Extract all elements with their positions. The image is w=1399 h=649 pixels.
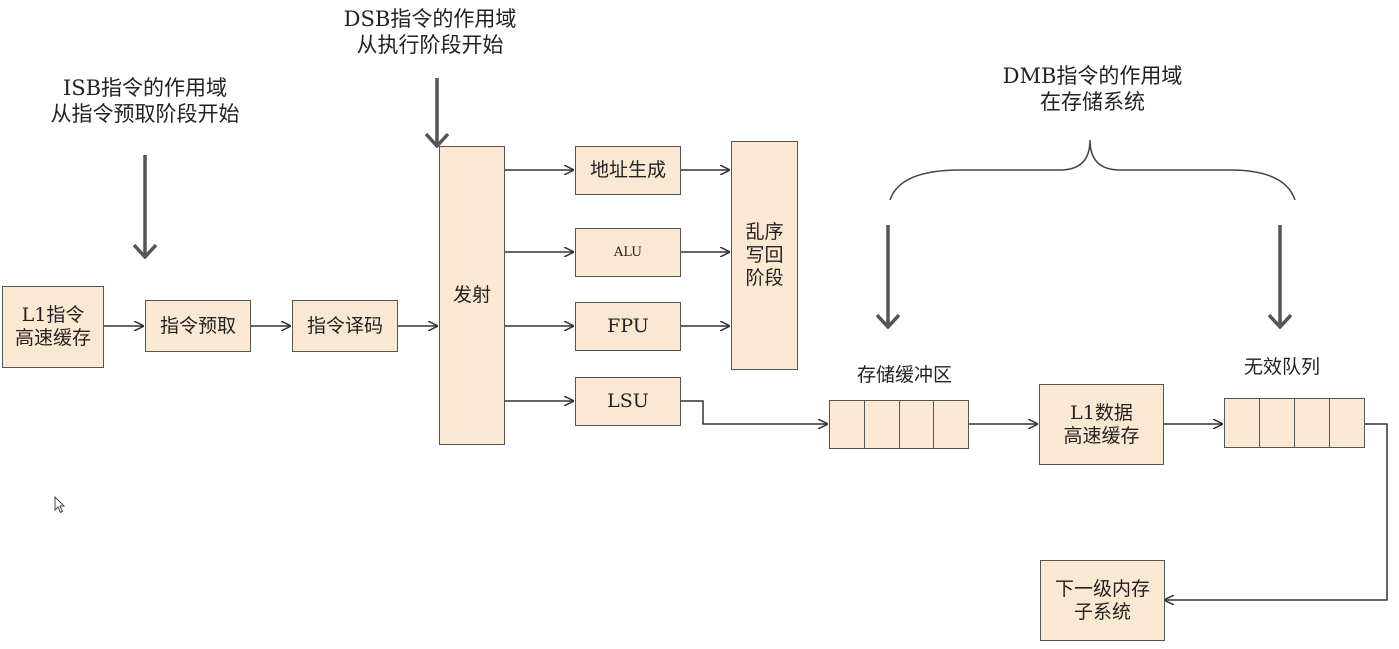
writeback-line-1: 乱序	[745, 221, 784, 244]
invalidate-queue-slot	[1225, 399, 1260, 447]
writeback-line-3: 阶段	[745, 266, 784, 289]
issue-box: 发射	[439, 146, 505, 445]
address-generation-box: 地址生成	[575, 146, 681, 195]
mouse-cursor-icon	[54, 496, 66, 514]
out-of-order-writeback-box: 乱序 写回 阶段	[731, 141, 798, 370]
l1-data-cache-box: L1数据 高速缓存	[1039, 384, 1164, 465]
l1-icache-line-1: L1指令	[21, 304, 85, 327]
l1-instruction-cache-box: L1指令 高速缓存	[2, 286, 104, 368]
l1-dcache-line-1: L1数据	[1070, 401, 1133, 424]
instruction-fetch-box: 指令预取	[145, 300, 251, 352]
fetch-label: 指令预取	[159, 314, 236, 337]
store-buffer	[829, 400, 969, 449]
dmb-caption-line-1: DMB指令的作用域	[1002, 64, 1183, 88]
arrow-lsu-to-store-buffer	[681, 400, 827, 424]
isb-caption-line-2: 从指令预取阶段开始	[50, 102, 240, 127]
dmb-scope-caption: DMB指令的作用域 在存储系统	[985, 63, 1200, 116]
lsu-label: LSU	[607, 390, 649, 413]
l1-icache-line-2: 高速缓存	[14, 327, 91, 349]
store-buffer-slot	[864, 401, 900, 448]
invalidate-queue-slot	[1260, 399, 1295, 447]
store-buffer-slot	[899, 401, 935, 448]
store-buffer-label: 存储缓冲区	[857, 364, 953, 386]
instruction-decode-box: 指令译码	[292, 300, 398, 352]
arrow-invalidate-queue-to-next-level	[1165, 423, 1388, 600]
dsb-scope-caption: DSB指令的作用域 从执行阶段开始	[325, 6, 535, 59]
alu-box: ALU	[575, 228, 681, 277]
agu-label: 地址生成	[589, 159, 666, 182]
dsb-caption-line-2: 从执行阶段开始	[356, 33, 504, 58]
issue-label: 发射	[452, 284, 491, 307]
lsu-box: LSU	[575, 377, 681, 426]
invalidate-queue-slot	[1330, 399, 1364, 447]
dsb-caption-line-1: DSB指令的作用域	[343, 7, 517, 31]
invalidate-queue-label: 无效队列	[1244, 356, 1321, 378]
dmb-caption-line-2: 在存储系统	[1040, 90, 1145, 115]
dmb-scope-brace	[889, 139, 1296, 201]
store-buffer-slot	[934, 401, 968, 448]
fpu-box: FPU	[575, 302, 681, 351]
writeback-line-2: 写回	[745, 244, 784, 267]
alu-label: ALU	[613, 244, 643, 260]
fpu-label: FPU	[607, 315, 649, 338]
invalidate-queue	[1224, 398, 1365, 448]
next-level-line-2: 子系统	[1073, 600, 1131, 623]
decode-label: 指令译码	[306, 314, 383, 337]
next-level-line-1: 下一级内存	[1054, 577, 1150, 600]
isb-scope-caption: ISB指令的作用域 从指令预取阶段开始	[30, 75, 260, 128]
next-level-memory-box: 下一级内存 子系统	[1040, 560, 1165, 641]
isb-caption-line-1: ISB指令的作用域	[62, 76, 228, 100]
l1-dcache-line-2: 高速缓存	[1063, 424, 1140, 447]
invalidate-queue-slot	[1295, 399, 1330, 447]
store-buffer-slot	[830, 401, 865, 448]
